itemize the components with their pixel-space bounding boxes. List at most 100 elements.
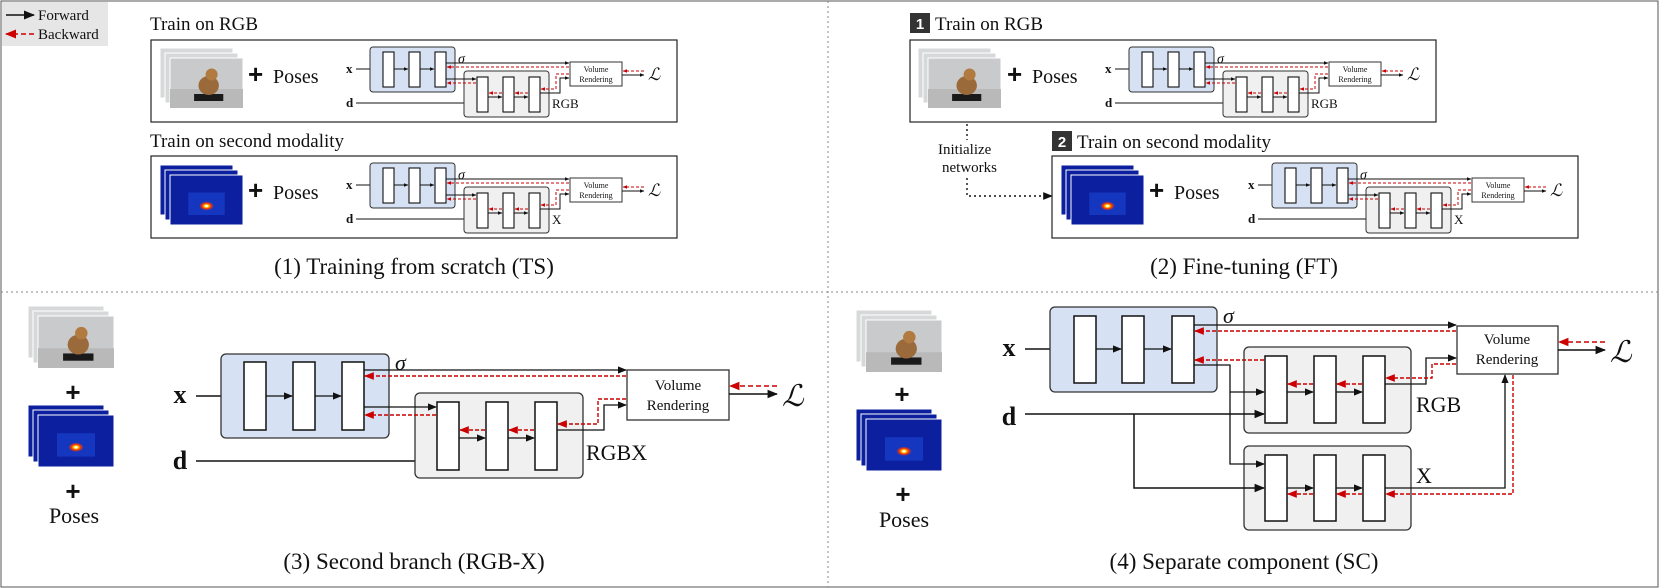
ft-rgb-title: Train on RGB [935,14,1043,35]
color-backward-arrow [1299,73,1328,91]
rgbx-vr-line2: Rendering [647,398,710,414]
mlp-layer [382,167,395,204]
branch-layer [1261,76,1274,113]
d-input-label: d [1248,211,1256,226]
ts-second-plus: + [248,175,263,205]
rgbx-mlp-layer [341,361,365,431]
photo-toy-body [198,76,219,95]
rgbx-d-input: d [173,446,188,475]
ft-init-label-line2: networks [942,160,997,176]
branch-layer [1235,76,1248,113]
sigma-label: σ [458,168,466,183]
ft-heatmap-image-stack [1060,164,1145,226]
panel-rgbx: + + Poses x d σ RGBX Volume Rendering [27,305,805,574]
sc-feature-arrow-x [1229,392,1265,468]
heatmap-core [74,445,78,449]
ft-rgb-box [909,39,1437,123]
legend-background [2,2,108,46]
branch-output-label: RGB [552,96,579,111]
ft-init-label-line1: Initialize [938,142,992,158]
ts-rgb-title: Train on RGB [150,14,258,35]
ts-rgb-image-stack [159,47,244,109]
sc-rgb-layer [1362,355,1386,424]
legend-backward-label: Backward [38,27,99,43]
sc-volume-rendering [1456,325,1559,375]
color-backward-arrow [1442,189,1471,207]
rgbx-branch-layer [485,401,509,471]
photo-toy-body [67,334,89,355]
loss-label: ℒ [1407,65,1420,84]
mlp-layer [1336,167,1349,204]
branch-layer [476,192,489,229]
branch-layer [502,76,515,113]
legend-forward-label: Forward [38,8,89,24]
ft-second-plus: + [1149,175,1164,205]
loss-label: ℒ [648,65,661,84]
photo-base [194,94,224,101]
volume-rendering-line2: Rendering [1481,191,1514,200]
photo-toy-body [895,338,917,359]
branch-layer [1404,192,1417,229]
x-input-label: x [1248,177,1255,192]
mlp-layer [408,51,421,88]
sc-plus-1: + [894,379,909,409]
color-forward-arrow [1299,76,1329,94]
ts-second-title: Train on second modality [150,131,345,152]
photo-toy-head [903,330,916,344]
rgbx-mlp-layer [243,361,267,431]
sc-rgb-label: RGB [1416,392,1461,417]
ts-rgb-plus: + [248,59,263,89]
branch-output-label: X [552,212,562,227]
rgbx-caption: (3) Second branch (RGB-X) [283,549,544,574]
volume-rendering-block [569,177,623,203]
sc-loss: ℒ [1610,336,1633,369]
rgbx-branch-layer [534,401,558,471]
rgbx-poses: Poses [49,503,99,528]
branch-output-label: RGB [1311,96,1338,111]
volume-rendering-block [1471,177,1525,203]
panel-ft: 1 Train on RGB + Poses xdσRGBVolumeRende… [909,13,1579,279]
ft-rgb-plus: + [1007,59,1022,89]
sc-x-input: x [1003,333,1016,362]
sc-poses: Poses [879,507,929,532]
ft-step2-badge [1052,131,1072,151]
branch-layer [476,76,489,113]
color-forward-arrow [540,192,570,210]
rgbx-heatmap-image-stack [27,404,115,468]
ft-init-arrow [966,178,1053,200]
rgbx-color-backward [557,398,626,428]
rgbx-plus-1: + [65,377,80,407]
mlp-layer [1284,167,1297,204]
sc-rgb-image-stack [855,309,943,373]
sc-sigma: σ [1223,303,1235,328]
sc-d-arrow-x [1133,414,1266,493]
rgbx-sigma: σ [395,350,407,375]
sc-x-layer [1264,454,1288,522]
mlp-layer [1141,51,1154,88]
legend: Forward Backward [2,2,108,46]
ft-rgb-image-stack [917,47,1002,109]
sc-rgb-to-vr [1385,354,1457,385]
loss-label: ℒ [1550,181,1563,200]
heatmap-core [205,204,208,208]
branch-output-label: X [1454,212,1464,227]
photo-toy-head [963,68,976,81]
ft-step1-badge [910,13,930,33]
photo-toy-head [75,326,88,340]
d-input-label: d [1105,95,1113,110]
sigma-label: σ [1360,168,1368,183]
rgbx-color-arrow [557,401,627,431]
ft-second-box [1051,155,1579,239]
rgbx-output-label: RGBX [586,440,647,465]
panel-ts: Train on RGB + Poses xdσRGBVolumeRenderi… [150,14,678,279]
ft-step2-number: 2 [1058,134,1066,151]
sc-vr-to-rgb-backward [1385,363,1456,382]
ts-second-box [150,155,678,239]
x-input-label: x [346,177,353,192]
branch-layer [1430,192,1443,229]
sc-feature-arrow-rgb [1194,364,1265,396]
